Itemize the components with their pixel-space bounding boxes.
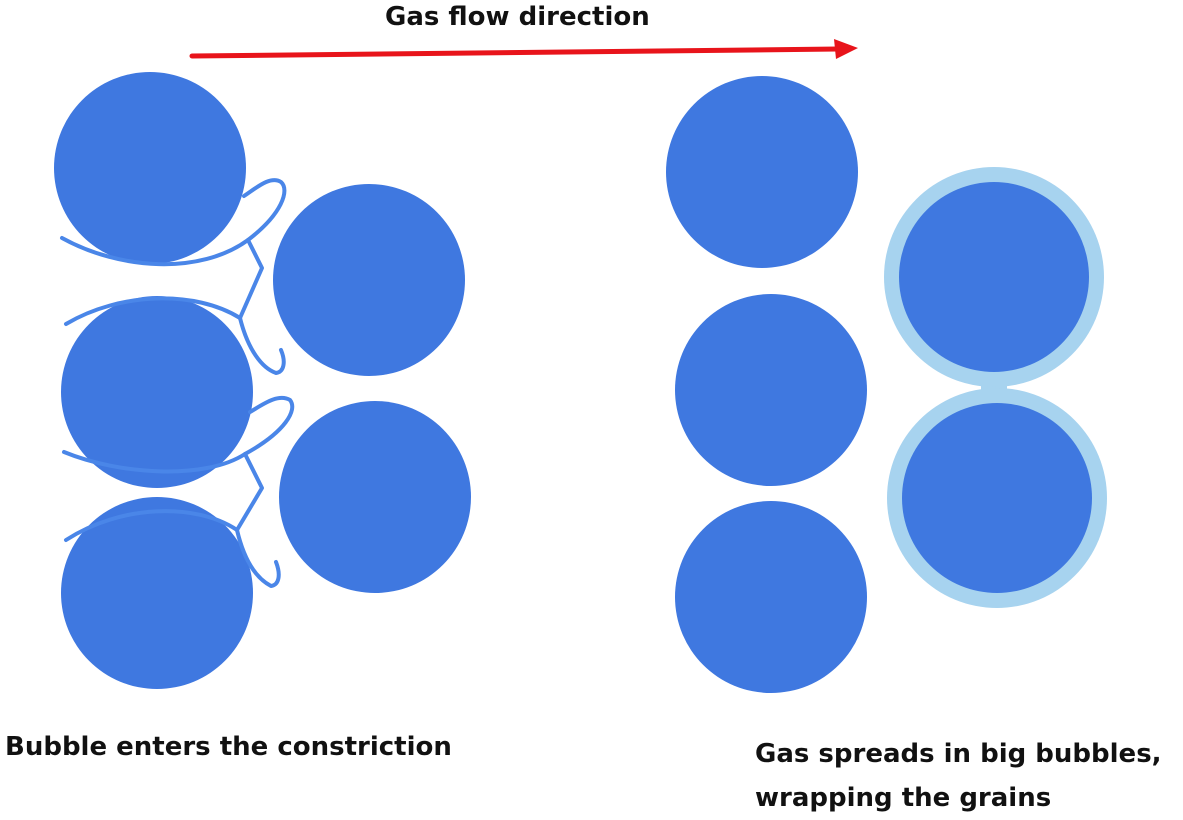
grain-left-top <box>54 72 246 264</box>
right-panel <box>666 76 1107 693</box>
flow-direction-arrow <box>189 39 858 59</box>
grain-left-middle <box>61 296 253 488</box>
left-panel <box>54 72 471 689</box>
grain-right-middle <box>675 294 867 486</box>
bubble-upper <box>60 178 287 375</box>
grain-right-wrapped-upper <box>899 182 1089 372</box>
grain-left-right-upper <box>273 184 465 376</box>
grain-left-right-lower <box>279 401 471 593</box>
right-caption: Gas spreads in big bubbles, wrapping the… <box>755 732 1162 820</box>
grain-right-wrapped-lower <box>902 403 1092 593</box>
grain-right-top <box>666 76 858 268</box>
grain-left-bottom <box>61 497 253 689</box>
bubble-lower <box>62 395 295 588</box>
right-caption-line1: Gas spreads in big bubbles, <box>755 739 1162 769</box>
grain-right-bottom <box>675 501 867 693</box>
left-caption: Bubble enters the constriction <box>5 732 452 762</box>
right-caption-line2: wrapping the grains <box>755 783 1052 813</box>
flow-direction-label: Gas flow direction <box>385 2 650 32</box>
